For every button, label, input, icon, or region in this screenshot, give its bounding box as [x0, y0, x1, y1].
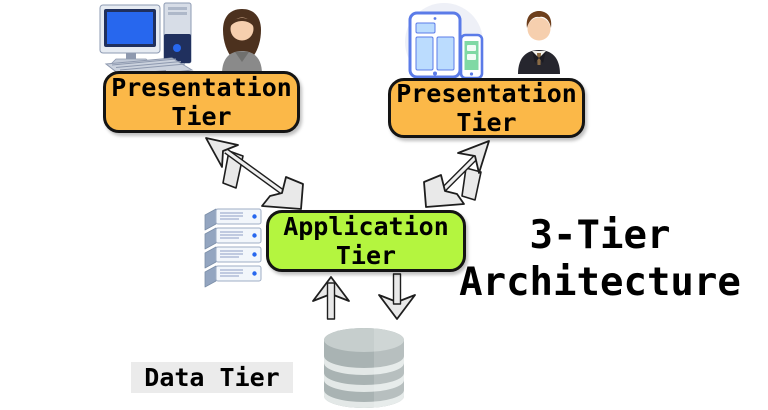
- server-stack-icon: [203, 206, 265, 292]
- woman-user-icon: [216, 8, 268, 78]
- diagram-title: 3-Tier Architecture: [459, 213, 741, 305]
- block-arrow-down: [378, 273, 416, 320]
- man-user-icon: [512, 8, 566, 78]
- presentation-tier-left-box: Presentation Tier: [103, 71, 300, 133]
- data-tier-label: Data Tier: [131, 362, 293, 393]
- presentation-tier-right-box: Presentation Tier: [388, 78, 585, 138]
- application-tier-box: Application Tier: [266, 210, 466, 272]
- mobile-devices-icon: [402, 2, 486, 90]
- desktop-computer-icon: [96, 2, 208, 84]
- block-arrow-up: [312, 276, 350, 320]
- connector-right-arrow: [423, 140, 490, 208]
- connector-left-arrow: [205, 137, 304, 210]
- database-icon: [322, 326, 406, 410]
